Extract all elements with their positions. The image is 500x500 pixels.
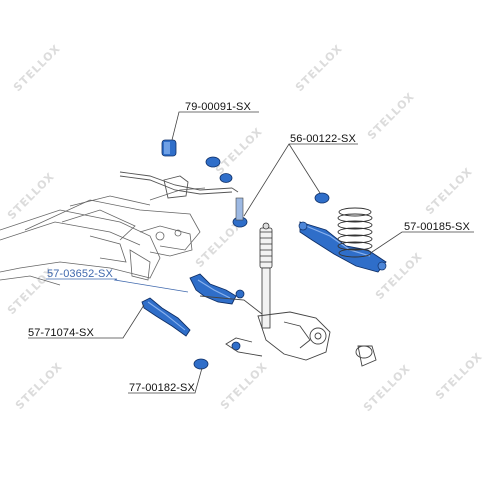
watermark: STELLOX bbox=[373, 250, 425, 302]
part-number-label[interactable]: 57-71074-SX bbox=[28, 327, 94, 339]
watermark: STELLOX bbox=[13, 360, 65, 412]
shock-mount-bushing bbox=[232, 197, 248, 228]
leader-p1 bbox=[171, 111, 259, 141]
lateral-link-arm bbox=[141, 297, 191, 337]
part-number-label-highlighted[interactable]: 57-03652-SX bbox=[47, 268, 113, 280]
leader-p2b bbox=[288, 143, 321, 194]
part-number-label[interactable]: 56-00122-SX bbox=[290, 133, 356, 145]
part-number-label[interactable]: 57-00185-SX bbox=[404, 221, 470, 233]
watermark: STELLOX bbox=[293, 42, 345, 94]
watermark: STELLOX bbox=[423, 165, 475, 217]
watermark: STELLOX bbox=[361, 362, 413, 414]
wheel-knuckle bbox=[199, 295, 377, 367]
link-bushing-upper bbox=[205, 156, 233, 183]
upper-arm-highlighted bbox=[189, 273, 237, 305]
toe-link-bushing bbox=[193, 341, 241, 370]
leader-p2a bbox=[243, 143, 358, 217]
subframe-drawing bbox=[0, 187, 206, 286]
leader-p4 bbox=[46, 278, 189, 293]
stabilizer-assembly bbox=[119, 171, 239, 199]
watermark: STELLOX bbox=[5, 170, 57, 222]
coil-spring bbox=[337, 207, 373, 258]
leader-p6 bbox=[128, 367, 203, 394]
top-mount-bushing bbox=[314, 192, 330, 204]
leader-lines bbox=[28, 111, 474, 394]
watermark: STELLOX bbox=[218, 360, 270, 412]
leader-p3 bbox=[371, 231, 474, 253]
stabilizer-bushing bbox=[161, 139, 177, 157]
highlighted-parts bbox=[141, 139, 387, 370]
shock-absorber bbox=[259, 222, 273, 329]
watermark: STELLOX bbox=[11, 42, 63, 94]
part-number-label[interactable]: 77-00182-SX bbox=[129, 382, 195, 394]
part-number-label[interactable]: 79-00091-SX bbox=[185, 101, 251, 113]
watermark: STELLOX bbox=[433, 350, 485, 402]
watermark: STELLOX bbox=[213, 125, 265, 177]
arm-end-bushing bbox=[235, 289, 245, 299]
leader-p5 bbox=[28, 304, 145, 339]
watermark: STELLOX bbox=[365, 90, 417, 142]
